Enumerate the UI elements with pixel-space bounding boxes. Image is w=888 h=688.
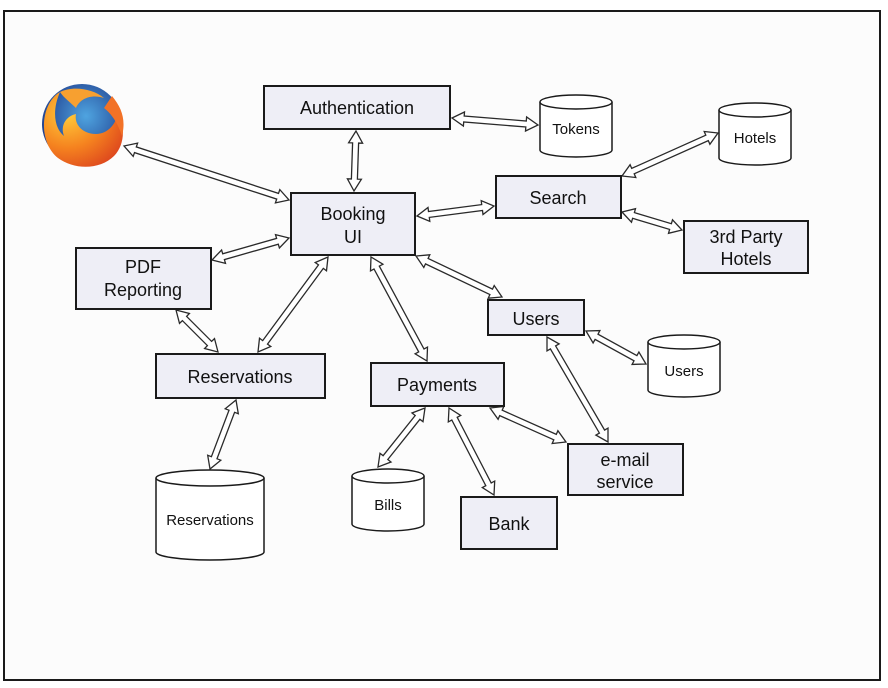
booking-ui-label-line1: Booking: [320, 204, 385, 224]
connector-arrows: [122, 110, 720, 497]
bank-label: Bank: [488, 514, 530, 534]
bills-label: Bills: [374, 497, 402, 514]
auth-booking-arrow: [346, 129, 364, 193]
booking-ui-label-line2: UI: [344, 227, 362, 247]
authentication-label: Authentication: [300, 98, 414, 118]
users-db-label: Users: [664, 363, 703, 380]
booking-users-arrow: [414, 254, 504, 299]
search-box: Search: [495, 175, 622, 219]
reservations-database: Reservations: [155, 469, 265, 561]
booking-search-arrow: [415, 199, 496, 223]
search-thirdparty-arrow: [620, 207, 684, 235]
reservations-db-label: Reservations: [166, 512, 254, 529]
third-party-hotels-label-line2: Hotels: [720, 249, 771, 269]
pdf-reporting-box: PDF Reporting: [75, 247, 212, 310]
payments-label: Payments: [397, 375, 477, 395]
email-service-label-line1: e-mail: [600, 450, 649, 470]
search-label: Search: [529, 188, 586, 208]
reservations-label: Reservations: [187, 367, 292, 387]
users-usersdb-arrow: [584, 329, 648, 366]
firefox-logo-icon: [42, 84, 124, 167]
payments-email-arrow: [488, 405, 568, 445]
third-party-hotels-label-line1: 3rd Party: [709, 227, 782, 247]
third-party-hotels-box: 3rd Party Hotels: [683, 220, 809, 274]
search-hotels-arrow: [620, 130, 720, 179]
auth-tokens-arrow: [450, 110, 540, 133]
payments-box: Payments: [370, 362, 505, 407]
bank-box: Bank: [460, 496, 558, 550]
pdf-reporting-label-line2: Reporting: [104, 280, 182, 300]
booking-pdf-arrow: [210, 233, 291, 265]
hotels-database: Hotels: [718, 102, 792, 166]
booking-payments-arrow: [369, 255, 429, 363]
email-service-label-line2: service: [596, 472, 653, 492]
payments-bank-arrow: [447, 406, 496, 497]
bills-database: Bills: [351, 468, 425, 532]
authentication-box: Authentication: [263, 85, 451, 130]
users-database: Users: [647, 334, 721, 398]
hotels-label: Hotels: [734, 130, 777, 147]
users-box: Users: [487, 299, 585, 336]
pdf-reporting-label-line1: PDF: [125, 257, 161, 277]
payments-bills-arrow: [377, 406, 426, 469]
pdf-reservations-arrow: [175, 309, 219, 353]
tokens-database: Tokens: [539, 94, 613, 158]
firefox-booking-arrow: [122, 142, 291, 204]
users-email-arrow: [546, 335, 609, 444]
booking-reservations-arrow: [257, 255, 329, 354]
email-service-box: e-mail service: [567, 443, 684, 496]
reservations-box: Reservations: [155, 353, 326, 399]
tokens-label: Tokens: [552, 121, 600, 138]
booking-ui-box: Booking UI: [290, 192, 416, 256]
reservations-db-arrow: [206, 398, 240, 471]
users-label: Users: [512, 309, 559, 329]
